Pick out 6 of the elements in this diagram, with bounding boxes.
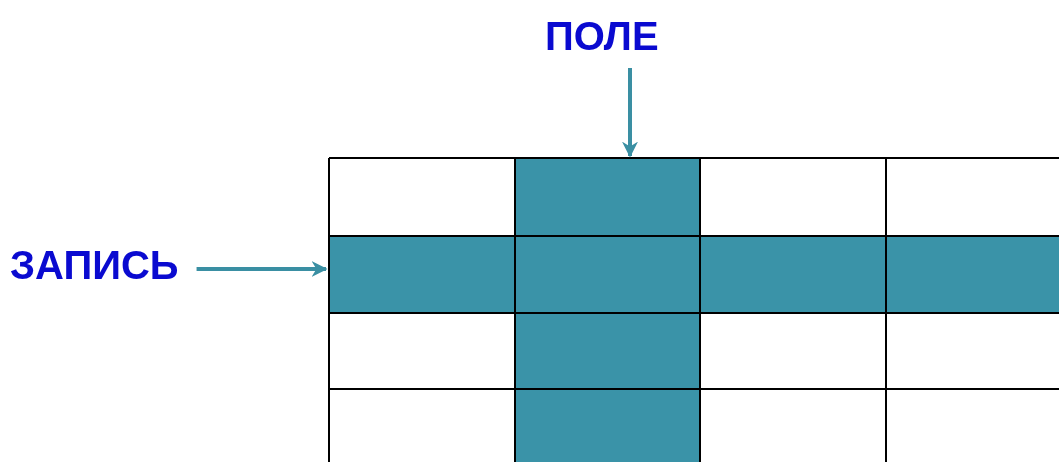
highlight-bar — [515, 158, 700, 236]
heading-label: ПОЛЕ — [545, 14, 659, 58]
arrow — [622, 68, 638, 158]
heading-label: ЗАПИСЬ — [10, 243, 179, 287]
arrow — [196, 261, 328, 277]
highlight-bar — [329, 236, 515, 313]
